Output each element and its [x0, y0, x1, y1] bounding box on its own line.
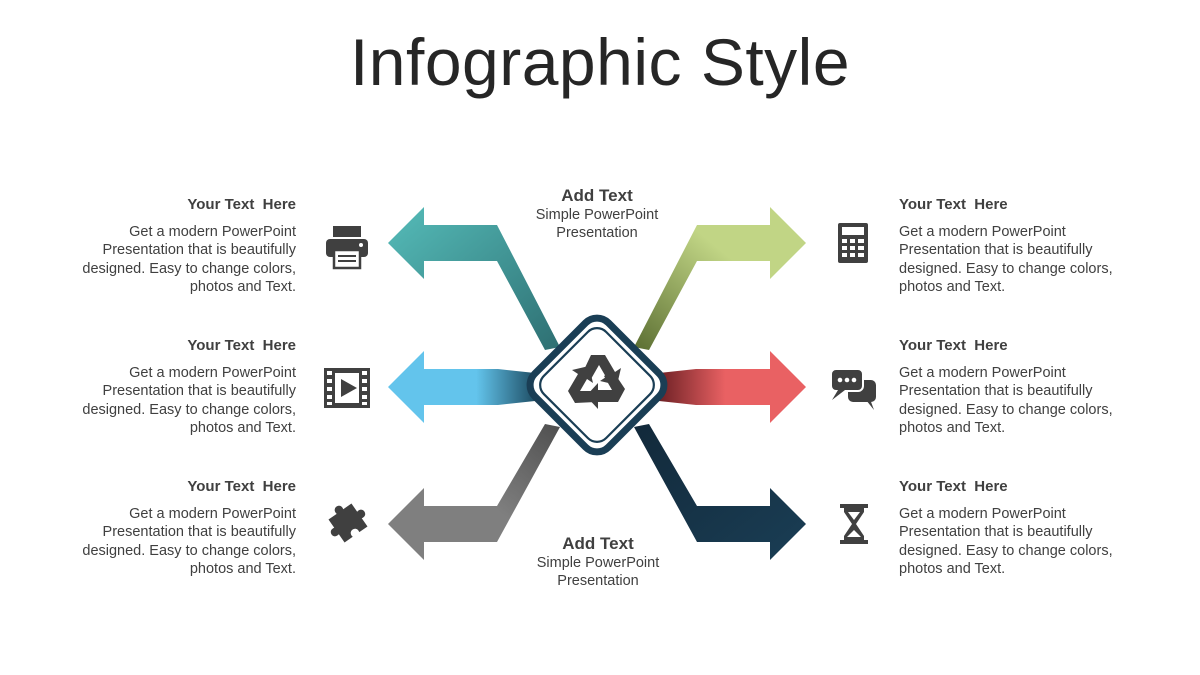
text-block-right-1: Your Text Here Get a modern PowerPoint P…: [899, 196, 1139, 296]
block-heading: Your Text Here: [187, 196, 296, 213]
center-bottom-heading: Add Text: [562, 534, 634, 553]
block-heading: Your Text Here: [899, 337, 1008, 354]
text-block-left-2: Your Text Here Get a modern PowerPoint P…: [56, 337, 296, 437]
center-top-line2: Presentation: [556, 225, 638, 242]
block-heading: Your Text Here: [187, 478, 296, 495]
block-body: Get a modern PowerPoint Presentation tha…: [82, 365, 296, 436]
arrow-top-left: [388, 207, 560, 350]
center-label-bottom: Add Text Simple PowerPoint Presentation: [498, 533, 698, 591]
text-block-left-3: Your Text Here Get a modern PowerPoint P…: [56, 478, 296, 578]
arrow-bottom-right: [634, 424, 806, 560]
recycle-icon: [568, 355, 625, 409]
calculator-icon: [838, 223, 868, 263]
arrow-middle-left: [388, 351, 535, 423]
page-title: Infographic Style: [349, 25, 851, 99]
film-play-icon: [324, 368, 370, 408]
puzzle-icon: [328, 503, 368, 543]
block-heading: Your Text Here: [187, 337, 296, 354]
center-label-top: Add Text Simple PowerPoint Presentation: [497, 185, 697, 243]
center-bottom-line1: Simple PowerPoint: [536, 555, 660, 571]
block-body: Get a modern PowerPoint Presentation tha…: [899, 224, 1113, 295]
text-block-left-1: Your Text Here Get a modern PowerPoint P…: [56, 196, 296, 296]
block-heading: Your Text Here: [899, 478, 1008, 495]
arrow-middle-right: [659, 351, 806, 423]
center-top-line1: Simple PowerPoint: [535, 207, 659, 223]
block-body: Get a modern PowerPoint Presentation tha…: [899, 506, 1113, 577]
chat-bubbles-icon: [830, 368, 876, 410]
printer-icon: [326, 226, 368, 270]
block-body: Get a modern PowerPoint Presentation tha…: [899, 365, 1113, 436]
arrow-top-right: [634, 207, 806, 350]
block-body: Get a modern PowerPoint Presentation tha…: [82, 224, 296, 295]
block-body: Get a modern PowerPoint Presentation tha…: [82, 506, 296, 577]
arrow-bottom-left: [388, 424, 560, 560]
hourglass-icon: [840, 504, 868, 544]
center-bottom-line2: Presentation: [557, 573, 639, 590]
text-block-right-3: Your Text Here Get a modern PowerPoint P…: [899, 478, 1139, 578]
center-top-heading: Add Text: [561, 186, 633, 205]
text-block-right-2: Your Text Here Get a modern PowerPoint P…: [899, 337, 1139, 437]
block-heading: Your Text Here: [899, 196, 1008, 213]
